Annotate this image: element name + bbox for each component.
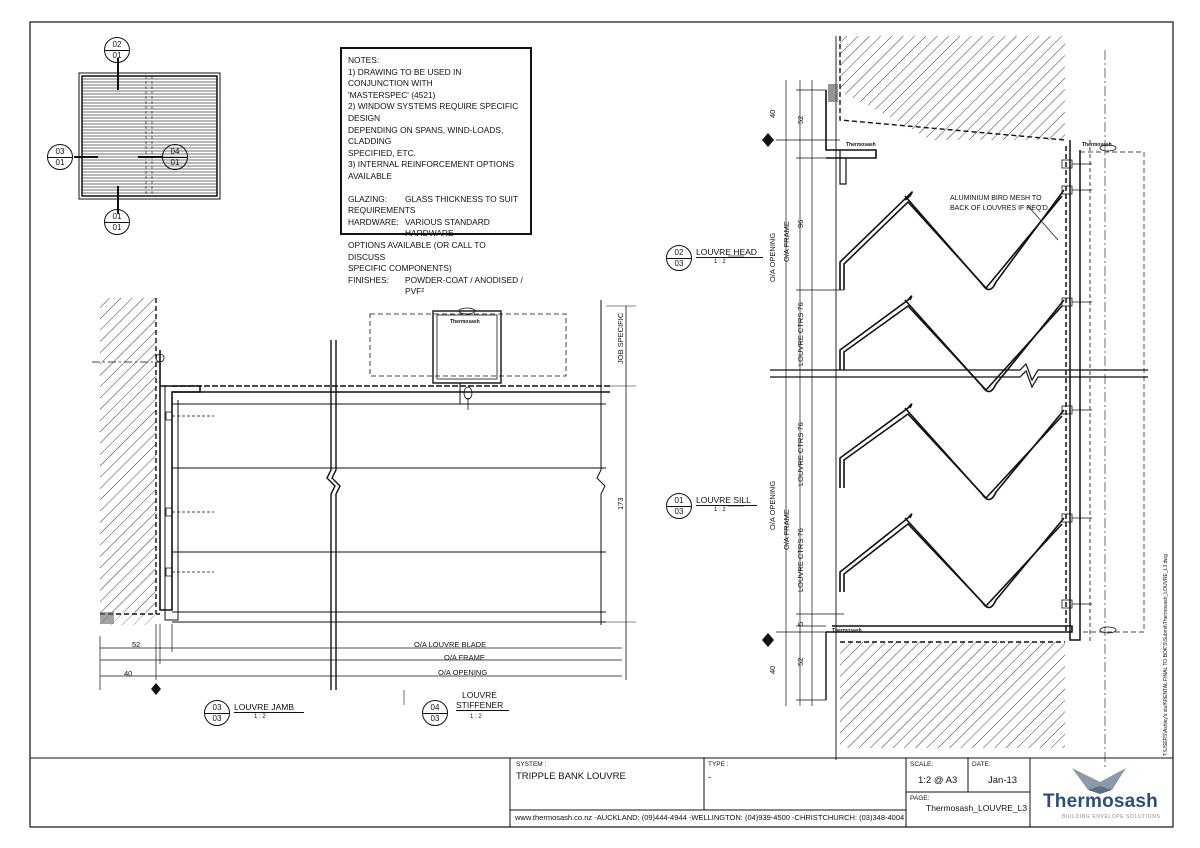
jamb-section	[92, 298, 636, 705]
dim-oa-frame: O/A FRAME	[444, 653, 485, 662]
hardware-row-cont: SPECIFIC COMPONENTS)	[348, 263, 452, 274]
sill-section-title: LOUVRE SILL	[696, 495, 757, 506]
scale-value: 1:2 @ A3	[918, 775, 958, 786]
dim-oa-opening: O/A OPENING	[438, 668, 488, 677]
sill-section-scale: 1 : 2	[714, 507, 726, 513]
stiffener-section-scale: 1 : 2	[470, 714, 482, 720]
dim-louvre-ctrs-2: LOUVRE CTRS 76	[796, 422, 805, 486]
dim-173: 173	[616, 497, 625, 510]
dim-job-specific: JOB SPECIFIC	[616, 312, 625, 364]
glazing-row: GLAZING:GLASS THICKNESS TO SUIT	[348, 193, 519, 204]
note-line: 'MASTERSPEC' (4521)	[348, 89, 436, 100]
page-label: PAGE:	[910, 795, 930, 802]
dim-40: 40	[124, 669, 133, 678]
dim-oa-louvre-blade: O/A LOUVRE BLADE	[414, 640, 487, 649]
hardware-row-cont: OPTIONS AVAILABLE (OR CALL TO DISCUSS	[348, 239, 486, 262]
dim-96: 96	[796, 219, 805, 228]
mesh-note-line1: ALUMINIUM BIRD MESH TO	[950, 195, 1042, 202]
jamb-section-title: LOUVRE JAMB	[234, 702, 304, 713]
note-line: 2) WINDOW SYSTEMS REQUIRE SPECIFIC DESIG…	[348, 101, 519, 123]
stiffener-title-line2: STIFFENER	[456, 700, 510, 711]
system-value: TRIPPLE BANK LOUVRE	[516, 771, 626, 782]
dim-oa-frame-sill: O/A FRAME	[782, 509, 791, 550]
dim-louvre-ctrs-3: LOUVRE CTRS 76	[796, 528, 805, 592]
date-label: DATE:	[972, 761, 991, 768]
dim-40-top: 40	[768, 109, 777, 118]
note-line: DEPENDING ON SPANS, WIND-LOADS, CLADDING	[348, 124, 504, 147]
glazing-row-cont: REQUIREMENTS	[348, 205, 416, 216]
stiffener-title-line1: LOUVRE	[462, 690, 497, 700]
contact-line: www.thermosash.co.nz -AUCKLAND: (09)444-…	[515, 813, 905, 822]
note-line: SPECIFIED, ETC.	[348, 147, 416, 158]
dim-40-bottom: 40	[768, 665, 777, 674]
sheet-border	[29, 21, 1174, 828]
note-line: 3) INTERNAL REINFORCEMENT OPTIONS AVAILA…	[348, 159, 515, 181]
system-label: SYSTEM :	[516, 761, 547, 768]
thermosash-logo: Thermosash	[1043, 791, 1158, 812]
dim-oa-opening-head: O/A OPENING	[768, 232, 777, 282]
finishes-row: FINISHES:POWDER-COAT / ANODISED / PVF²	[348, 274, 523, 297]
logo-bird-icon	[1072, 768, 1126, 794]
key-plan	[74, 58, 221, 214]
note-line: 1) DRAWING TO BE USED IN CONJUNCTION WIT…	[348, 66, 462, 89]
file-path: T:\USERS\Ashley's stuff\RENTAL FINAL TO …	[1163, 554, 1169, 756]
profile-brand-sill: Thermosash	[832, 628, 862, 634]
scale-label: SCALE:	[910, 761, 934, 768]
page-value: Thermosash_LOUVRE_L3	[926, 803, 1028, 813]
dim-5: 5	[796, 621, 805, 626]
head-section-title: LOUVRE HEAD	[696, 247, 763, 258]
thermosash-tagline: BUILDING ENVELOPE SOLUTIONS	[1062, 814, 1161, 820]
head-section-scale: 1 : 2	[714, 259, 726, 265]
louvre-blades	[839, 189, 1065, 609]
title-block-grid	[509, 758, 1031, 827]
dim-louvre-ctrs-1: LOUVRE CTRS 76	[796, 302, 805, 366]
profile-brand-stiffener: Thermosash	[450, 319, 480, 325]
mesh-note-line2: BACK OF LOUVRES IF REQ'D	[950, 205, 1048, 212]
dim-52-bottom: 52	[796, 657, 805, 666]
hardware-row: HARDWARE:VARIOUS STANDARD HARDWARE	[348, 216, 490, 239]
profile-brand-jamb: Thermosash	[1082, 142, 1112, 148]
dim-52: 52	[132, 640, 141, 649]
notes-heading: NOTES:	[348, 55, 380, 65]
profile-brand-head: Thermosash	[846, 142, 876, 148]
dim-oa-frame-head: O/A FRAME	[782, 221, 791, 262]
head-sill-section	[728, 36, 1148, 770]
dim-52-top: 52	[796, 115, 805, 124]
notes-box: NOTES: 1) DRAWING TO BE USED IN CONJUNCT…	[340, 47, 532, 296]
date-value: Jan-13	[988, 775, 1018, 786]
type-label: TYPE :	[708, 761, 729, 768]
jamb-section-scale: 1 : 2	[254, 714, 266, 720]
dim-oa-opening-sill: O/A OPENING	[768, 480, 777, 530]
type-value: -	[708, 772, 712, 783]
